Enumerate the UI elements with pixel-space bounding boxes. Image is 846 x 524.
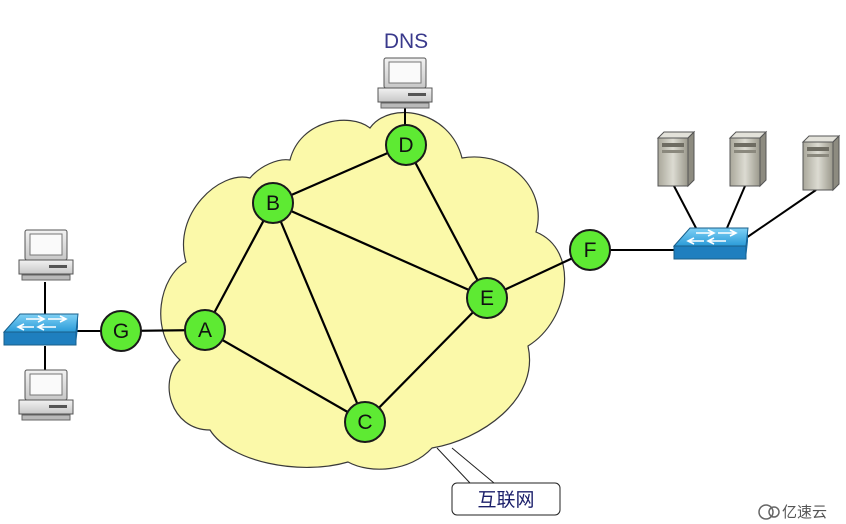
router-node-circle [100,310,142,352]
callout-box [451,482,561,516]
router-node-circle [184,309,226,351]
link-b-c [271,202,367,423]
desktop-computer-icon[interactable] [377,57,433,109]
switch-to-server-1-link [673,185,697,229]
switch-to-server-3-link [745,189,817,239]
callout-pointer [436,447,495,484]
router-node-circle [252,182,294,224]
tower-server-icon[interactable] [801,134,841,192]
network-switch-icon[interactable] [2,313,79,346]
link-d-e [405,144,488,299]
router-e[interactable]: E [466,277,508,319]
link-b-e [272,201,488,300]
link-layer [120,143,591,423]
dns-label: DNS [384,30,428,53]
router-label: C [357,411,372,434]
router-g[interactable]: G [100,310,142,352]
link-a-b [204,202,274,331]
watermark: 亿速云 [758,503,827,521]
desktop-computer-icon[interactable] [18,369,74,421]
watermark-text: 亿速云 [782,503,827,521]
router-node-circle [569,229,611,271]
router-node-circle [344,401,386,443]
router-label: D [398,134,413,157]
internet-callout: 互联网 [436,447,561,516]
link-c-e [364,297,488,423]
network-switch-icon[interactable] [672,227,749,260]
router-b[interactable]: B [252,182,294,224]
router-node-circle [466,277,508,319]
router-label: A [198,319,212,342]
cloud-logo-icon [758,504,780,520]
router-label: E [480,287,494,310]
router-node-circle [385,124,427,166]
router-label: G [113,320,129,343]
router-layer: A B C D E F G [100,124,611,443]
router-label: B [266,192,280,215]
tower-server-icon[interactable] [656,130,696,188]
tower-server-icon[interactable] [728,130,768,188]
router-c[interactable]: C [344,401,386,443]
router-a[interactable]: A [184,309,226,351]
switch-to-server-2-link [726,185,746,229]
internet-label: 互联网 [477,489,534,511]
router-f[interactable]: F [569,229,611,271]
link-a-c [204,329,366,423]
router-label: F [584,239,597,262]
desktop-computer-icon[interactable] [18,229,74,281]
router-d[interactable]: D [385,124,427,166]
link-b-d [272,143,407,205]
peripheral-lines [44,108,817,372]
